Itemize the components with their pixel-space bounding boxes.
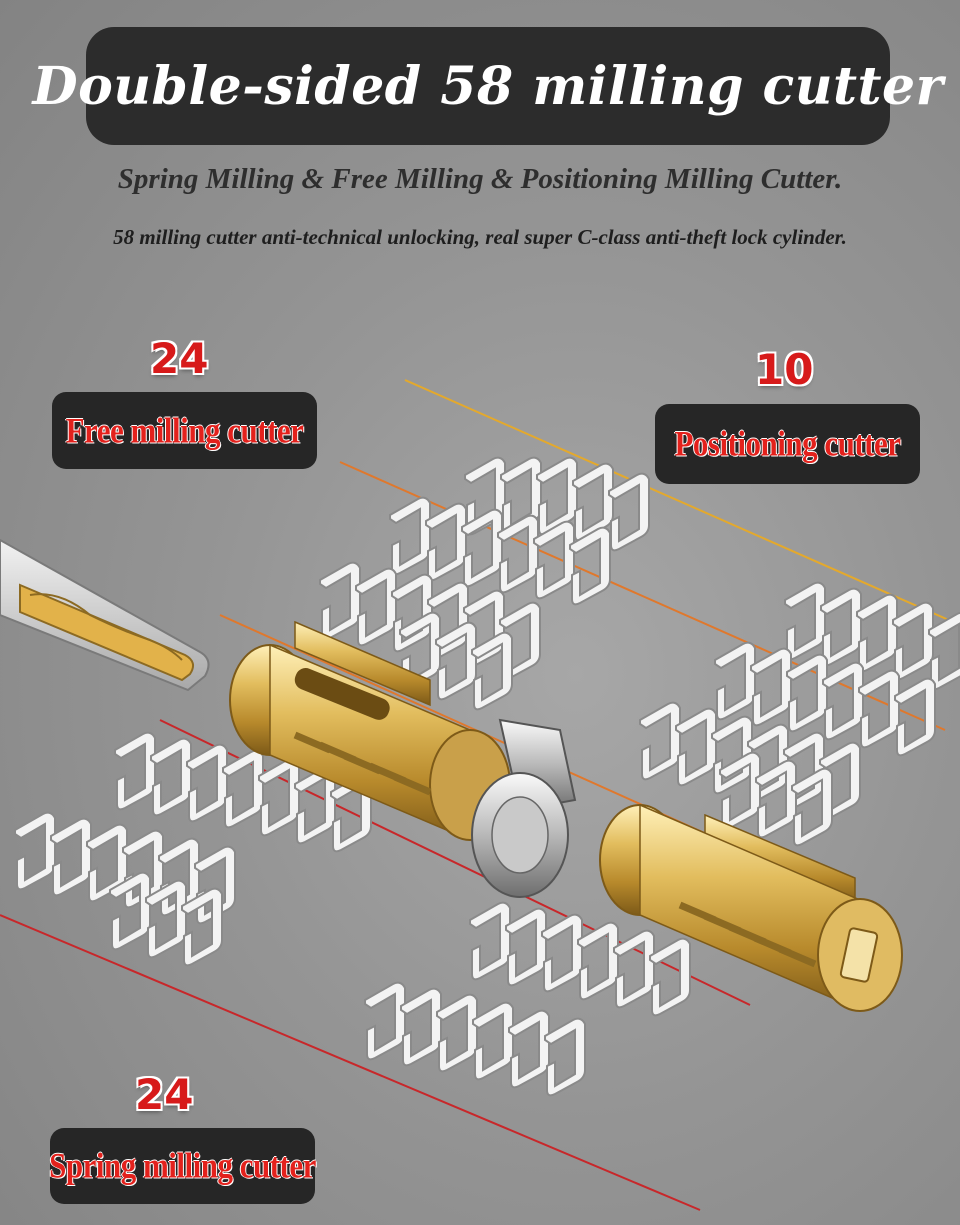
positioning-count: 10	[755, 345, 814, 394]
spring-milling-count: 24	[135, 1070, 194, 1119]
free-milling-text: Free milling cutter	[65, 409, 304, 451]
title-banner: Double-sided 58 milling cutter	[32, 27, 943, 145]
spring-milling-text: Spring milling cutter	[49, 1145, 316, 1186]
positioning-label: Positioning cutter	[655, 404, 920, 484]
key-icon	[0, 538, 210, 692]
subtitle: Spring Milling & Free Milling & Position…	[117, 163, 843, 195]
tagline: 58 milling cutter anti-technical unlocki…	[113, 225, 847, 249]
positioning-text: Positioning cutter	[674, 423, 901, 464]
free-milling-count: 24	[150, 334, 209, 383]
spring-milling-label: Spring milling cutter	[49, 1128, 316, 1204]
free-milling-label: Free milling cutter	[52, 392, 317, 469]
page-title: Double-sided 58 milling cutter	[32, 55, 944, 117]
